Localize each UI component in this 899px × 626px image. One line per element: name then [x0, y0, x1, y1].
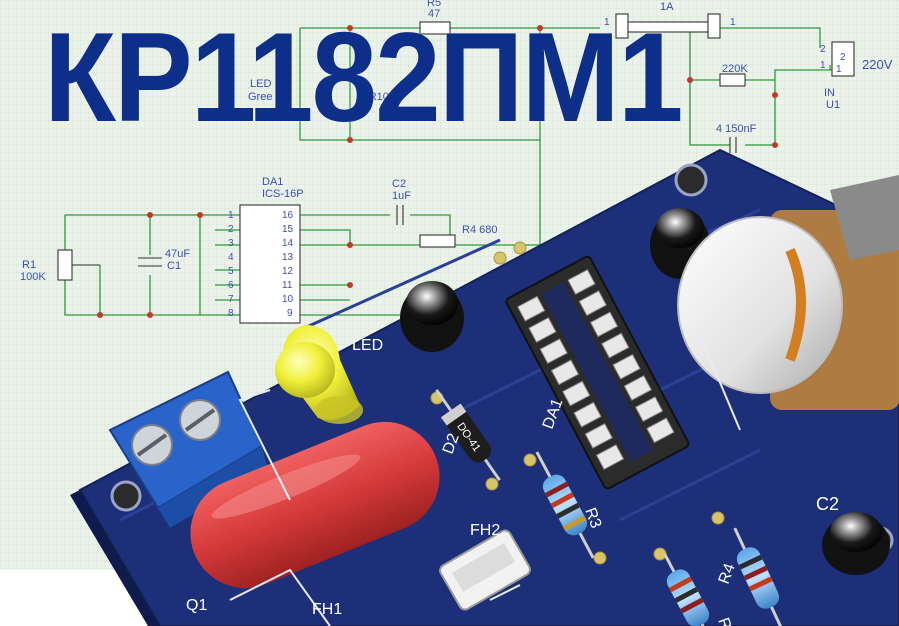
c2-ref: C2	[392, 178, 406, 190]
connector-fh2	[439, 529, 531, 611]
label-r5: R5	[714, 616, 737, 626]
ic-pin-l1: 1	[228, 210, 234, 221]
ic-pin-r11: 11	[282, 280, 293, 291]
ic-pin-r15: 15	[282, 224, 294, 235]
fuse-pin-right: 1	[730, 17, 736, 28]
u1-pin-1: 1	[820, 60, 826, 71]
da1-type: ICS-16P	[262, 188, 304, 200]
label-c2: C2	[816, 494, 839, 514]
ic-left-pin-labels: 1 2 3 4 5 6 7 8	[228, 210, 234, 319]
ic-right-pin-labels: 16 15 14 13 12 11 10 9	[282, 210, 294, 319]
resistor-r5	[663, 553, 713, 626]
ic-pin-r14: 14	[282, 238, 294, 249]
u1-label: U1	[826, 99, 840, 111]
da1-ref: DA1	[262, 176, 283, 188]
label-fh1: FH1	[312, 601, 342, 618]
ic-pin-l7: 7	[228, 294, 234, 305]
pcb-board-edge	[70, 490, 160, 626]
r5-value: 47	[428, 8, 440, 20]
in-label: IN	[824, 87, 835, 99]
resistor-r3	[535, 451, 595, 559]
ic-pin-l4: 4	[228, 252, 234, 263]
u1-pin-2: 2	[820, 44, 826, 55]
silkscreen-labels: LED D2 DA1 R3 FH2 FH1 Q1 R4 R5 C2	[186, 337, 839, 626]
u1-pin-2-inside: 2	[840, 52, 846, 63]
label-r4: R4	[716, 561, 739, 586]
screw-terminal-block	[108, 370, 268, 528]
ic-pin-l5: 5	[228, 266, 234, 277]
led-label: LED	[250, 78, 271, 90]
schematic-symbols	[57, 13, 855, 324]
label-led: LED	[352, 337, 383, 354]
ic-pin-l3: 3	[228, 238, 234, 249]
fr104-label: FR104	[362, 91, 395, 103]
label-q1: Q1	[186, 597, 207, 614]
ic-pin-l2: 2	[228, 224, 234, 235]
c1-value: 47uF	[165, 248, 190, 260]
ic-pin-l8: 8	[228, 308, 234, 319]
silkscreen-outlines	[229, 334, 741, 626]
potentiometer	[677, 175, 899, 410]
r1-value: 100K	[20, 271, 46, 283]
ic-pin-r10: 10	[282, 294, 294, 305]
ic-pin-r9: 9	[287, 308, 293, 319]
r1-ref: R1	[22, 259, 36, 271]
fuse-pin-left: 1	[604, 17, 610, 28]
ic-pin-r13: 13	[282, 252, 294, 263]
u1-pin-1-inside: 1	[836, 64, 842, 75]
r5-ref: R5	[427, 0, 441, 9]
label-fh2: FH2	[470, 522, 500, 539]
ic-pin-l6: 6	[228, 280, 234, 291]
led-color: Gree	[248, 91, 272, 103]
resistor-r4	[733, 527, 783, 626]
r220k-label: 220K	[722, 63, 748, 75]
ic-socket	[505, 255, 690, 490]
c2-value: 1uF	[392, 190, 411, 202]
label-d2: D2	[440, 431, 463, 456]
ic-pin-r12: 12	[282, 266, 294, 277]
r4-ref: R4 680	[462, 224, 497, 236]
mains-label: 220V	[862, 57, 893, 72]
schematic-junctions	[97, 25, 778, 318]
red-film-capacitor	[190, 421, 440, 589]
ic-pin-r16: 16	[282, 210, 294, 221]
fuse-value: 1A	[660, 1, 674, 13]
yellow-led	[275, 325, 363, 424]
label-r3: R3	[581, 506, 604, 531]
electrolytic-capacitor-c1	[400, 281, 464, 352]
c150n-label: 4 150nF	[716, 123, 757, 135]
electrolytic-capacitor-c2	[822, 512, 890, 575]
c1-ref: C1	[167, 260, 181, 272]
schematic-labels: R5 47 1A 1 1 LED Gree FR104 220K 4 150nF…	[20, 0, 893, 319]
page-title: КР1182ПМ1	[44, 6, 683, 149]
